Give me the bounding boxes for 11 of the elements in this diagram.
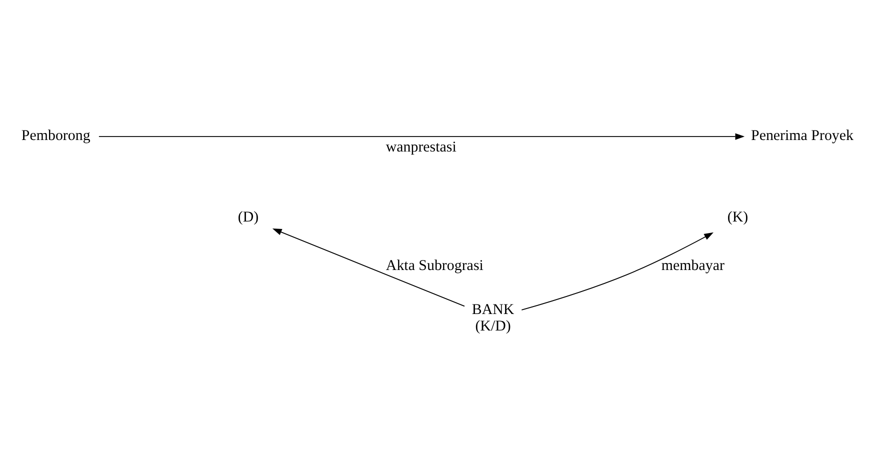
arrow	[521, 232, 714, 310]
edge-label: Akta Subrograsi	[386, 258, 484, 274]
arrow	[272, 228, 465, 307]
arrow	[98, 133, 745, 140]
node-text: Penerima Proyek	[751, 128, 854, 144]
edge-label: wanprestasi	[386, 139, 456, 156]
node-text: (D)	[238, 209, 259, 226]
node-text: BANK (K/D)	[472, 302, 514, 335]
node-text: (K)	[727, 209, 748, 226]
edge-label: membayar	[661, 258, 724, 274]
node-text: Pemborong	[21, 128, 90, 144]
